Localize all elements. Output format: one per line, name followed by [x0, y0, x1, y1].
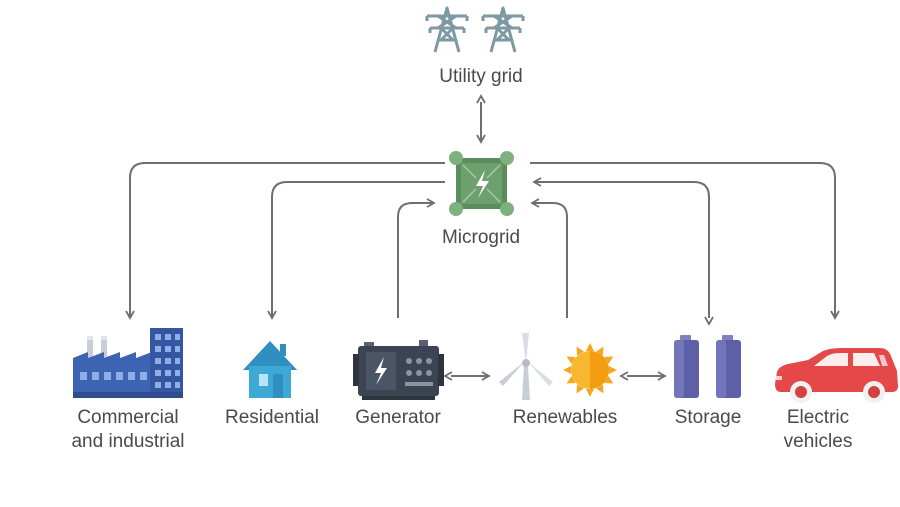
arrow-to-residential — [267, 181, 445, 320]
commercial-label-line2: and industrial — [71, 431, 185, 452]
arrow-to-commercial — [125, 162, 445, 320]
residential-label: Residential — [225, 407, 319, 428]
generator-label: Generator — [355, 407, 441, 428]
sun-icon — [563, 343, 617, 397]
arrow-storage-microgrid — [532, 177, 714, 326]
utility-grid-label: Utility grid — [439, 66, 523, 87]
connection-arrows — [125, 94, 840, 381]
electric-vehicles-label-line2: vehicles — [783, 431, 853, 452]
renewables-label: Renewables — [512, 407, 618, 428]
arrow-to-electric-vehicles — [530, 162, 840, 320]
microgrid-label: Microgrid — [441, 227, 521, 248]
commercial-label: Commercial and industrial — [52, 406, 204, 454]
arrow-from-generator — [397, 198, 436, 318]
car-icon — [775, 348, 898, 403]
transmission-tower-icon — [425, 6, 525, 53]
electric-vehicles-label: Electric vehicles — [748, 406, 888, 454]
house-icon — [243, 341, 297, 398]
microgrid-icon — [449, 151, 514, 216]
wind-turbine-icon — [499, 333, 553, 400]
arrow-from-renewables — [530, 198, 568, 318]
commercial-label-line1: Commercial — [77, 407, 179, 428]
electric-vehicles-label-line1: Electric — [786, 407, 850, 428]
storage-label: Storage — [674, 407, 742, 428]
battery-icon — [674, 335, 741, 398]
generator-icon — [353, 340, 444, 400]
factory-icon — [73, 328, 183, 398]
